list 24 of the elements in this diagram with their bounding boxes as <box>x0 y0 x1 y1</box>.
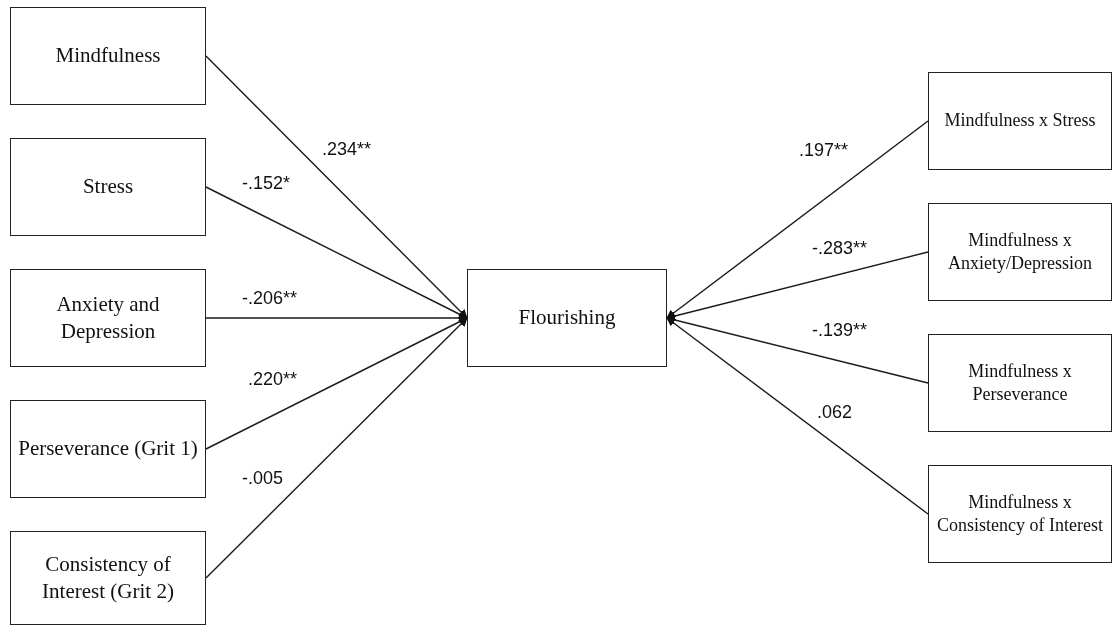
variable-name: Flourishing <box>518 304 616 332</box>
variable-box <box>10 7 206 105</box>
variable-name: Perseverance (Grit 1) <box>18 435 198 463</box>
arrow <box>666 120 929 319</box>
variable-name: Mindfulness x Perseverance <box>967 359 1073 406</box>
variable-name: Anxiety and Depression <box>55 290 161 345</box>
variable-box <box>10 138 206 236</box>
variable-box <box>928 465 1112 563</box>
variable-name: Mindfulness x Consistency of Interest <box>936 490 1104 537</box>
variable-name: Mindfulness x Stress <box>944 109 1096 133</box>
variable-name: Mindfulness x Anxiety/Depression <box>947 228 1093 275</box>
variable-name: Mindfulness <box>55 42 161 70</box>
variable-box <box>928 203 1112 301</box>
variable-box <box>467 269 667 367</box>
variable-box <box>928 334 1112 432</box>
arrow <box>205 55 468 319</box>
variable-box <box>928 72 1112 170</box>
variable-name: Stress <box>82 173 134 201</box>
variable-box <box>10 400 206 498</box>
variable-box <box>10 269 206 367</box>
arrow <box>205 317 468 579</box>
variable-box <box>10 531 206 625</box>
arrow <box>666 317 929 515</box>
variable-name: Consistency of Interest (Grit 2) <box>41 550 175 605</box>
